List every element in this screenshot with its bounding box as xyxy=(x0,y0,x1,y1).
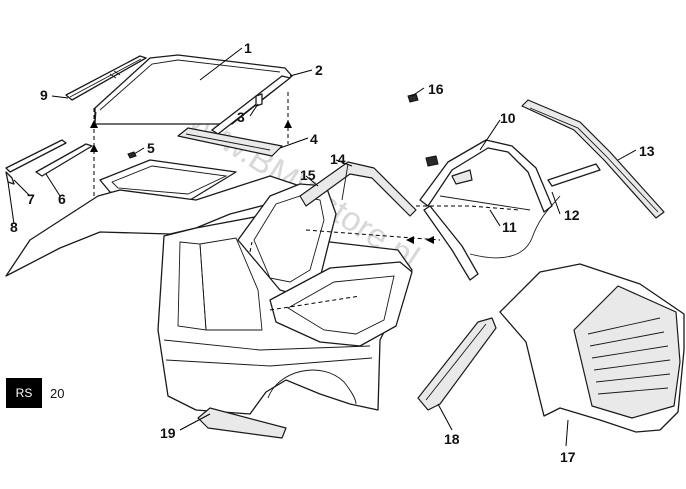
hinge-bracket xyxy=(469,163,601,259)
screw-part xyxy=(127,151,137,159)
body-shell xyxy=(5,175,413,415)
callout-15: 15 xyxy=(300,167,316,183)
callout-4: 4 xyxy=(310,131,318,147)
callout-1: 1 xyxy=(244,40,252,56)
callout-10: 10 xyxy=(500,110,516,126)
page-number: 20 xyxy=(50,386,65,401)
callout-5: 5 xyxy=(147,140,155,156)
hardtop-shell xyxy=(499,263,685,433)
callout-14: 14 xyxy=(330,151,346,167)
callout-3: 3 xyxy=(237,109,245,125)
clip-icon xyxy=(109,70,121,79)
section-badge: RS xyxy=(6,378,42,408)
callout-13: 13 xyxy=(639,143,655,159)
callout-9: 9 xyxy=(40,87,48,103)
side-trim-strip xyxy=(521,99,665,219)
sunroof-frame xyxy=(99,159,237,201)
assembly-lines xyxy=(90,92,521,311)
gutter-rail-left xyxy=(5,139,67,185)
callout-8: 8 xyxy=(10,219,18,235)
callout-12: 12 xyxy=(564,207,580,223)
roof-side-frame xyxy=(299,161,417,217)
rear-seal-strip xyxy=(417,317,497,411)
callout-leaders xyxy=(7,47,637,447)
callout-19: 19 xyxy=(160,425,176,441)
roof-drip-rail-left xyxy=(65,55,147,101)
roof-strip-left xyxy=(35,143,93,177)
callout-17: 17 xyxy=(560,449,576,465)
clip-part xyxy=(255,93,263,107)
callout-labels: 1 2 3 4 5 6 7 8 9 10 11 12 13 14 15 16 1… xyxy=(10,40,655,465)
roof-frame-strip xyxy=(177,127,283,157)
bracket-part xyxy=(425,155,439,167)
callout-16: 16 xyxy=(428,81,444,97)
callout-6: 6 xyxy=(58,191,66,207)
callout-18: 18 xyxy=(444,431,460,447)
callout-2: 2 xyxy=(315,62,323,78)
hardtop-frame xyxy=(419,139,553,281)
rear-window-defroster xyxy=(587,317,671,395)
callout-7: 7 xyxy=(27,191,35,207)
sill-trim xyxy=(197,407,287,439)
roof-drip-rail-right xyxy=(211,75,291,135)
callout-11: 11 xyxy=(502,219,517,235)
